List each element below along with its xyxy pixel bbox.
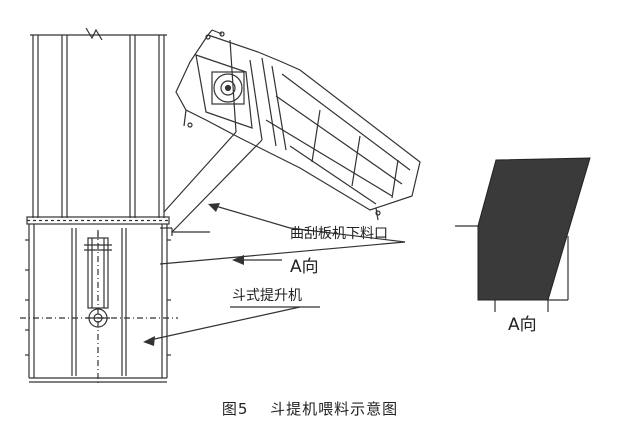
figure-title: 斗提机喂料示意图 bbox=[270, 400, 399, 418]
arrowheads bbox=[143, 203, 244, 346]
label-direction-a-view: A向 bbox=[508, 315, 537, 335]
figure-number: 图5 bbox=[221, 400, 249, 418]
leader-lines bbox=[149, 204, 406, 341]
section-a-solid bbox=[477, 157, 591, 301]
elevator-flange bbox=[26, 216, 170, 225]
section-view-a bbox=[455, 225, 569, 312]
label-scraper-outlet: 曲刮板机下料口 bbox=[290, 226, 388, 242]
elevator-boot bbox=[20, 224, 178, 386]
label-direction-a-main: A向 bbox=[290, 257, 319, 277]
elevator-upper-column bbox=[30, 27, 167, 218]
figure-caption: 图5 斗提机喂料示意图 bbox=[0, 398, 620, 419]
discharge-chute bbox=[160, 131, 263, 236]
label-bucket-elevator: 斗式提升机 bbox=[232, 288, 302, 304]
scraper-conveyor bbox=[175, 29, 421, 221]
